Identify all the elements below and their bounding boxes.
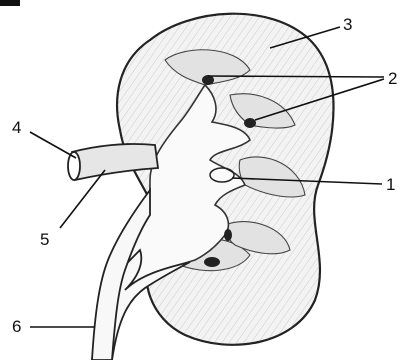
label-2: 2: [388, 69, 397, 88]
label-5: 5: [40, 230, 49, 249]
minor-calyx-4: [204, 257, 220, 267]
label-6: 6: [12, 317, 21, 336]
minor-calyx-5: [224, 229, 232, 241]
leader-4: [30, 132, 76, 158]
corner-mark: [0, 0, 20, 6]
label-1: 1: [386, 175, 395, 194]
minor-calyx-2: [244, 118, 256, 128]
leader-2a: [208, 76, 384, 77]
label-3: 3: [343, 15, 352, 34]
label-4: 4: [12, 118, 21, 137]
